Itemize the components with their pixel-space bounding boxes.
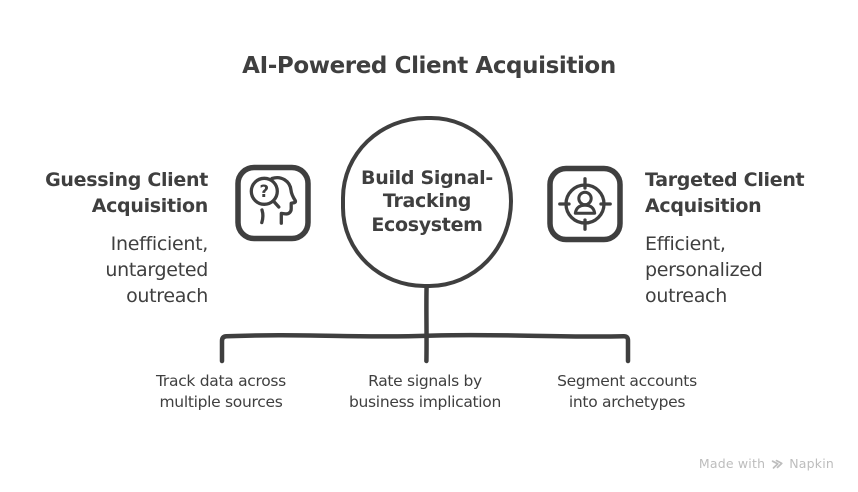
diagram-title: AI-Powered Client Acquisition — [242, 53, 616, 79]
magnifier-circle — [249, 176, 279, 206]
watermark: Made with Napkin — [699, 456, 834, 471]
head-profile — [270, 176, 298, 225]
neck-line — [260, 208, 265, 225]
branch-label-2: Rate signals by business implication — [348, 372, 502, 411]
right-item-heading: Targeted Client Acquisition — [645, 169, 805, 217]
magnifier-handle — [271, 199, 281, 209]
icon-frame — [547, 165, 623, 243]
branch-label-1: Track data across multiple sources — [156, 372, 286, 411]
center-node-label: Build Signal- Tracking Ecosystem — [361, 166, 493, 236]
branch-label-3: Segment accounts into archetypes — [557, 372, 697, 411]
left-item-heading: Guessing Client Acquisition — [45, 169, 208, 217]
watermark-brand: Napkin — [789, 456, 834, 471]
center-node: Build Signal- Tracking Ecosystem — [341, 116, 513, 288]
person-shoulders — [573, 203, 597, 215]
head-question-icon: ? — [235, 164, 311, 246]
target-user-icon — [547, 165, 623, 247]
watermark-text: Made with — [698, 456, 766, 471]
right-item-description: Efficient, personalized outreach — [645, 233, 763, 307]
left-item-description: Inefficient, untargeted outreach — [105, 233, 208, 307]
napkin-logo-icon — [771, 459, 783, 469]
question-glyph: ? — [260, 182, 270, 201]
person-head — [577, 190, 593, 207]
bracket-line — [219, 332, 631, 364]
target-user-icon-svg — [547, 165, 623, 243]
head-question-icon-svg: ? — [235, 164, 311, 242]
icon-frame — [235, 164, 311, 242]
